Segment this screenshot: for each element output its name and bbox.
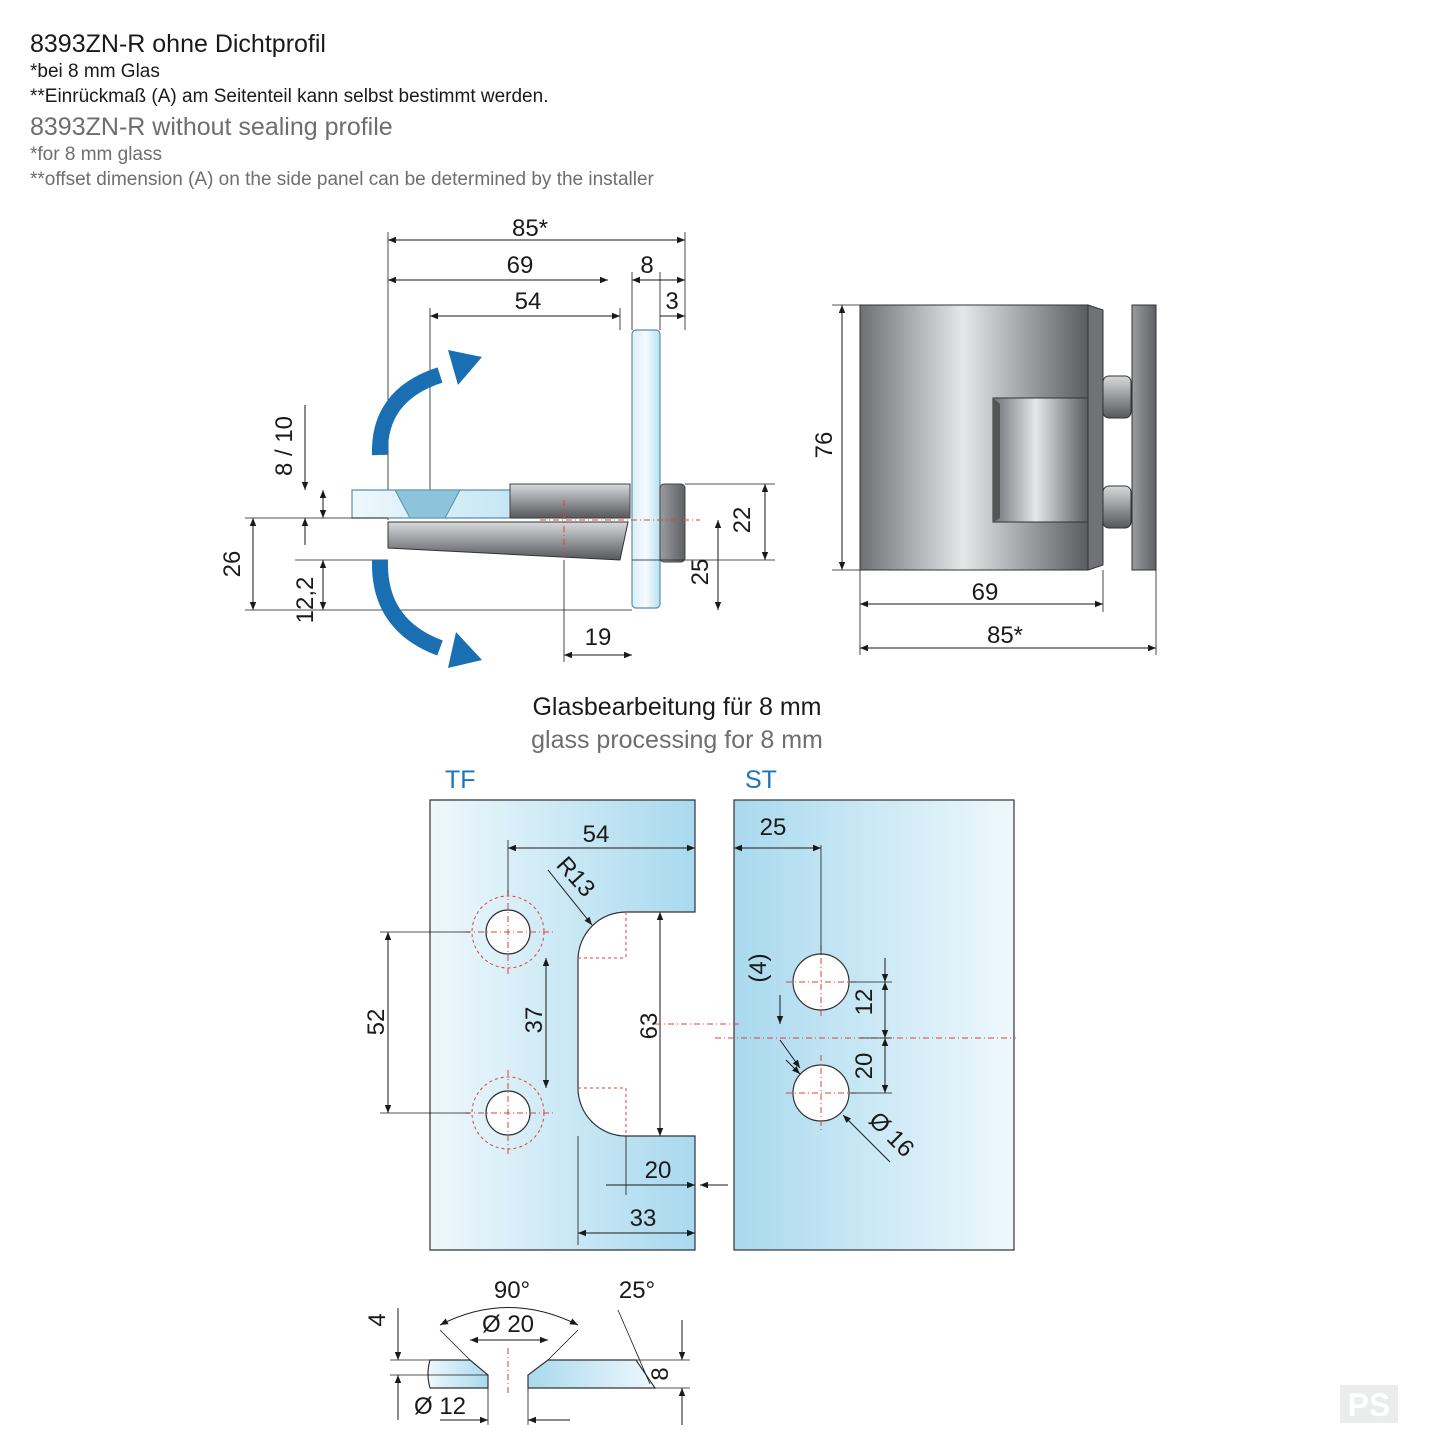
note-offset-en: **offset dimension (A) on the side panel… (30, 169, 654, 190)
countersink-dia20: Ø 20 (482, 1311, 534, 1338)
screw-upper (1102, 375, 1132, 419)
ps-logo: PS (1340, 1385, 1398, 1423)
dim-85-top: 85* (512, 215, 548, 242)
dim-69-side: 69 (972, 579, 999, 606)
open-arrow-up (371, 367, 443, 456)
clamp-plate (659, 483, 686, 563)
dim-54-top: 54 (515, 288, 542, 315)
countersink-angle-90: 90° (494, 1277, 530, 1304)
note-offset-de: **Einrückmaß (A) am Seitenteil kann selb… (30, 86, 549, 107)
side-glass-panel (631, 329, 661, 609)
dim-69-top: 69 (507, 252, 534, 279)
note-glass-en: *for 8 mm glass (30, 144, 162, 165)
tf-dim-20: 20 (645, 1157, 672, 1184)
wall-plate (1131, 304, 1157, 571)
top-view: 85* 69 8 54 3 26 8 / 10 12,2 2 (219, 215, 775, 668)
st-dim-20: 20 (851, 1053, 878, 1080)
tf-dim-52: 52 (363, 1009, 390, 1036)
dim-76: 76 (811, 432, 838, 459)
tf-panel: 54 R13 52 37 63 20 33 (363, 799, 728, 1251)
tf-dim-63: 63 (636, 1013, 663, 1040)
title-de: 8393ZN-R ohne Dichtprofil (30, 30, 326, 58)
glass-processing-title-de: Glasbearbeitung für 8 mm (532, 693, 821, 721)
tf-dim-54: 54 (583, 821, 610, 848)
dim-85-side: 85* (987, 622, 1023, 649)
tf-dim-37: 37 (521, 1007, 548, 1034)
dim-25: 25 (687, 559, 714, 586)
dim-26: 26 (219, 551, 246, 578)
st-dim-4: (4) (745, 953, 772, 982)
tf-dim-33: 33 (630, 1205, 657, 1232)
st-dim-25: 25 (760, 814, 787, 841)
dim-22: 22 (729, 507, 756, 534)
countersink-dia12: Ø 12 (414, 1393, 466, 1420)
hinge-body (387, 521, 629, 561)
title-en: 8393ZN-R without sealing profile (30, 113, 393, 141)
side-view: 76 69 85* (811, 304, 1157, 655)
svg-text:PS: PS (1348, 1387, 1391, 1423)
countersink-dim-8: 8 (647, 1367, 674, 1380)
dim-19: 19 (585, 624, 612, 651)
screw-lower (1102, 485, 1132, 529)
open-arrow-down (371, 559, 443, 656)
dim-8-top: 8 (640, 252, 653, 279)
dim-12-2: 12,2 (292, 577, 319, 624)
countersink-dim-4: 4 (364, 1313, 391, 1326)
st-dim-12: 12 (851, 989, 878, 1016)
glass-processing-title-en: glass processing for 8 mm (531, 726, 823, 754)
countersink-detail: 90° Ø 20 25° 8 4 Ø 12 (364, 1277, 690, 1425)
note-glass-de: *bei 8 mm Glas (30, 61, 160, 82)
dim-3-top: 3 (665, 288, 678, 315)
label-st: ST (745, 766, 777, 794)
label-tf: TF (445, 766, 476, 794)
dim-8-10: 8 / 10 (271, 416, 298, 476)
countersink-angle-25: 25° (619, 1277, 655, 1304)
st-panel: 25 (4) 12 20 Ø 16 (655, 799, 1016, 1251)
